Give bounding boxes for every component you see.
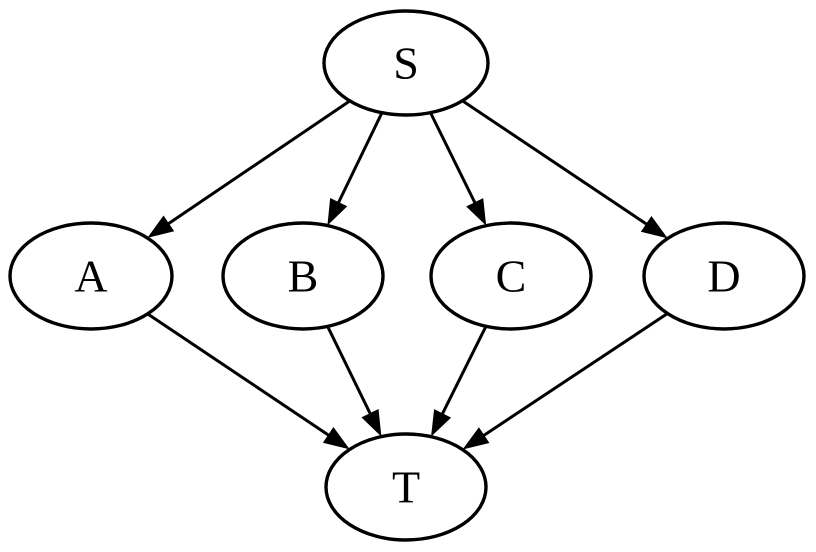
node-S: S bbox=[322, 9, 490, 117]
node-label-B: B bbox=[288, 251, 319, 302]
arrowhead-icon bbox=[431, 409, 452, 437]
node-C: C bbox=[429, 221, 593, 331]
edge-line bbox=[326, 325, 374, 418]
node-ellipse-S bbox=[322, 9, 490, 117]
node-label-C: C bbox=[496, 251, 527, 302]
edge-line bbox=[429, 111, 478, 207]
edge-S-C bbox=[429, 111, 487, 226]
node-label-D: D bbox=[707, 251, 740, 302]
node-label-S: S bbox=[393, 38, 419, 89]
node-B: B bbox=[221, 221, 385, 331]
arrowhead-icon bbox=[322, 426, 350, 450]
arrowhead-icon bbox=[147, 215, 175, 238]
edge-D-T bbox=[462, 312, 669, 450]
arrowhead-icon bbox=[327, 197, 348, 226]
node-label-A: A bbox=[74, 251, 107, 302]
node-ellipse-D bbox=[642, 221, 806, 331]
node-label-T: T bbox=[392, 462, 420, 513]
node-T: T bbox=[324, 432, 488, 542]
edge-S-D bbox=[461, 99, 668, 239]
edge-B-T bbox=[326, 325, 382, 437]
edge-S-B bbox=[327, 112, 384, 226]
edge-line bbox=[480, 312, 669, 439]
arrowhead-icon bbox=[640, 215, 668, 239]
edge-C-T bbox=[431, 325, 488, 437]
node-ellipse-B bbox=[221, 221, 385, 331]
edge-A-T bbox=[146, 312, 350, 450]
edge-line bbox=[335, 112, 384, 207]
arrowhead-icon bbox=[466, 198, 487, 226]
arrowhead-icon bbox=[462, 427, 490, 450]
edge-S-A bbox=[147, 99, 351, 238]
edge-line bbox=[439, 325, 488, 418]
node-A: A bbox=[8, 221, 174, 331]
arrowhead-icon bbox=[361, 409, 382, 437]
node-ellipse-T bbox=[324, 432, 488, 542]
edge-line bbox=[146, 312, 333, 439]
node-ellipse-A bbox=[8, 221, 174, 331]
edge-line bbox=[461, 99, 651, 228]
node-D: D bbox=[642, 221, 806, 331]
edge-line bbox=[164, 99, 351, 227]
node-ellipse-C bbox=[429, 221, 593, 331]
